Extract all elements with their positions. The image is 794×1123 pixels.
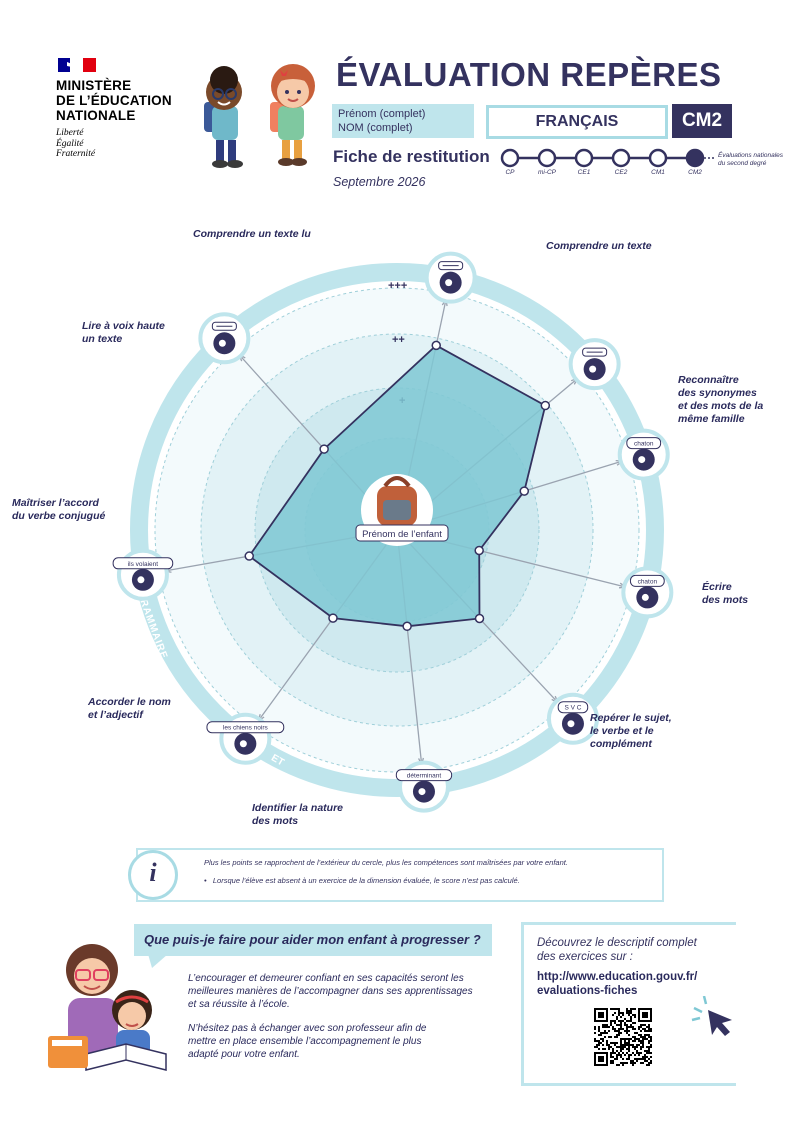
radar-point-4	[474, 613, 485, 624]
resource-box	[521, 922, 736, 1086]
skill-label-comprendre-texte: Comprendre un texte	[546, 240, 652, 252]
radar-point-8	[319, 444, 329, 454]
center-label: Prénom de l’enfant	[362, 529, 442, 540]
timeline-dot-4	[648, 148, 668, 168]
page-title: ÉVALUATION REPÈRES	[336, 56, 722, 93]
info-text-2: • Lorsque l’élève est absent à un exerci…	[204, 876, 520, 885]
parent-child-illustration	[48, 944, 167, 1071]
level-legend-high: +++	[388, 280, 407, 292]
agreement-head-icon: les chiens noirs	[206, 712, 285, 765]
fiche-title: Fiche de restitution	[333, 147, 490, 166]
resource-link[interactable]: http://www.education.gouv.fr/ evaluation…	[537, 971, 698, 997]
ministry-name: MINISTÈRE DE L’ÉDUCATION NATIONALE	[56, 78, 172, 123]
timeline-label-1: mi-CP	[537, 169, 557, 176]
republic-motto: Liberté Égalité Fraternité	[56, 128, 96, 159]
words-family-icon: chaton	[617, 428, 670, 481]
skill-label-nature-mots: Identifier la nature des mots	[252, 802, 344, 827]
skill-label-accord-verbe: Maîtriser l’accord du verbe conjugué	[12, 497, 106, 522]
radar-point-7	[244, 551, 254, 561]
svg-text:déterminant: déterminant	[407, 773, 442, 780]
svg-text:S V C: S V C	[564, 705, 581, 712]
level-badge: CM2	[672, 104, 732, 138]
radar-point-2	[519, 486, 530, 496]
svg-text:chaton: chaton	[638, 578, 658, 585]
timeline-dot-0	[500, 148, 520, 168]
center-label-box	[355, 524, 449, 542]
timeline-end-note: Évaluations nationales du second degré	[718, 152, 784, 167]
cursor-click-icon	[691, 996, 732, 1036]
skills-radar-chart: LECTURE ORAL VOCABULAIRE ORTHOGRAPHE GRA…	[112, 251, 684, 813]
reading-aloud-icon	[198, 312, 251, 365]
skill-label-comprendre-texte-lu: Comprendre un texte lu	[193, 228, 311, 240]
timeline-label-2: CE1	[577, 169, 591, 176]
word-nature-icon: déterminant	[395, 760, 453, 813]
domain-oral: ORAL	[572, 301, 601, 328]
svg-text:les chiens noirs: les chiens noirs	[223, 725, 269, 732]
radar-point-5	[402, 621, 412, 632]
timeline-label-0: CP	[505, 169, 515, 176]
reading-book-icon	[424, 251, 477, 304]
child-name-fields: Prénom (complet) NOM (complet)	[332, 104, 474, 138]
advice-paragraph-1: L’encourager et demeurer confiant en ses…	[188, 973, 473, 1010]
radar-point-0	[431, 340, 441, 351]
svg-text:ils volaient: ils volaient	[128, 561, 159, 568]
info-text-1: Plus les points se rapprochent de l’exté…	[204, 858, 568, 867]
verb-agreement-icon: ils volaient	[112, 548, 174, 601]
info-icon: i	[128, 850, 178, 900]
speech-tail-icon	[148, 954, 168, 968]
timeline-dot-1	[537, 148, 557, 168]
skill-label-synonymes: Reconnaître des synonymes et des mots de…	[678, 374, 764, 425]
radar-point-1	[540, 400, 551, 411]
resource-intro: Découvrez le descriptif complet des exer…	[537, 937, 697, 963]
skill-label-lire-voix-haute: Lire à voix haute un texte	[82, 320, 165, 345]
qr-code-icon[interactable]	[594, 1008, 652, 1066]
timeline-dot-2	[574, 148, 594, 168]
marianne-logo	[58, 58, 96, 72]
listening-head-icon	[568, 338, 621, 391]
writing-hand-icon: chaton	[621, 566, 674, 619]
timeline-label-4: CM1	[651, 169, 665, 176]
level-legend-mid: ++	[392, 334, 405, 346]
evaluation-date: Septembre 2026	[333, 175, 426, 189]
last-name-field: NOM (complet)	[338, 122, 413, 134]
advice-paragraph-2: N’hésitez pas à échanger avec son profes…	[188, 1023, 427, 1060]
skill-label-sujet-verbe: Repérer le sujet, le verbe et le complém…	[590, 712, 672, 750]
radar-point-6	[328, 613, 338, 623]
sentence-parts-icon: S V C	[546, 692, 599, 745]
timeline-dot-5	[685, 148, 705, 168]
skill-label-accord-nom-adjectif: Accorder le nom et l’adjectif	[88, 696, 171, 721]
timeline-label-5: CM2	[688, 169, 702, 176]
info-box	[136, 848, 664, 902]
skill-label-ecrire-mots: Écrire des mots	[702, 581, 749, 606]
outer-ring	[130, 263, 664, 797]
help-question: Que puis-je faire pour aider mon enfant …	[134, 924, 492, 956]
subject-badge: FRANÇAIS	[486, 105, 668, 139]
level-timeline	[500, 148, 716, 168]
svg-text:chaton: chaton	[634, 441, 654, 448]
children-illustration	[204, 64, 315, 168]
radar-point-3	[474, 545, 484, 556]
timeline-dot-3	[611, 148, 631, 168]
first-name-field: Prénom (complet)	[338, 108, 426, 120]
timeline-label-3: CE2	[614, 169, 628, 176]
